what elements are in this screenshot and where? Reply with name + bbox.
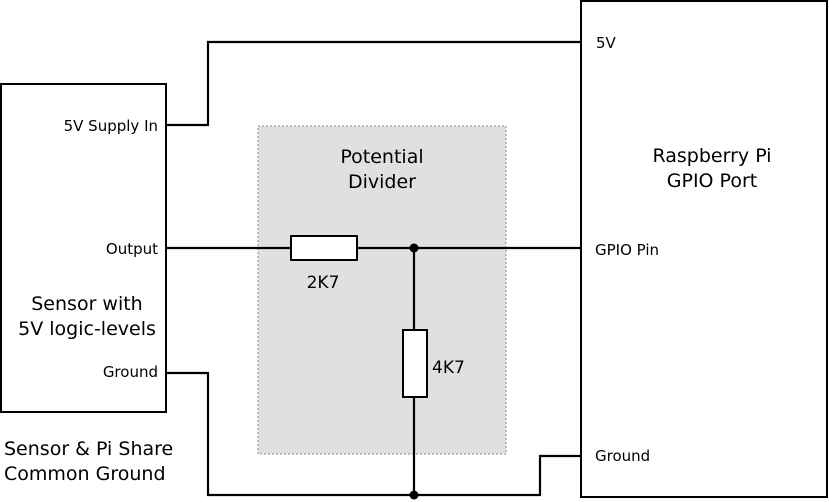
- pi-pin-ground-label: Ground: [595, 447, 650, 465]
- resistor-r1: [290, 235, 358, 261]
- divider-label-line1: Potential: [340, 146, 423, 168]
- sensor-pin-ground-label: Ground: [103, 363, 158, 381]
- junction-dot-ground: [409, 490, 419, 500]
- resistor-r1-label: 2K7: [307, 273, 340, 293]
- divider-label-line2: Divider: [348, 171, 416, 193]
- potential-divider-region: [257, 125, 507, 455]
- sensor-pin-supply-label: 5V Supply In: [64, 117, 158, 135]
- sensor-box: [0, 83, 167, 413]
- resistor-r2: [402, 329, 428, 398]
- wire-ground-common: [166, 371, 581, 497]
- common-ground-note-line1: Sensor & Pi Share: [4, 438, 173, 460]
- wire-5v-supply: [166, 40, 581, 127]
- resistor-r2-label: 4K7: [432, 358, 465, 378]
- raspberry-pi-box: [580, 0, 828, 498]
- pi-title-line2: GPIO Port: [667, 170, 757, 192]
- sensor-title-line2: 5V logic-levels: [18, 318, 156, 340]
- sensor-title-line1: Sensor with: [31, 293, 142, 315]
- pi-pin-5v-label: 5V: [596, 34, 617, 52]
- pi-pin-gpio-label: GPIO Pin: [595, 241, 659, 259]
- pi-title-line1: Raspberry Pi: [652, 145, 771, 167]
- sensor-pin-output-label: Output: [106, 240, 158, 258]
- common-ground-note-line2: Common Ground: [4, 463, 166, 485]
- junction-dot-gpio: [409, 243, 419, 253]
